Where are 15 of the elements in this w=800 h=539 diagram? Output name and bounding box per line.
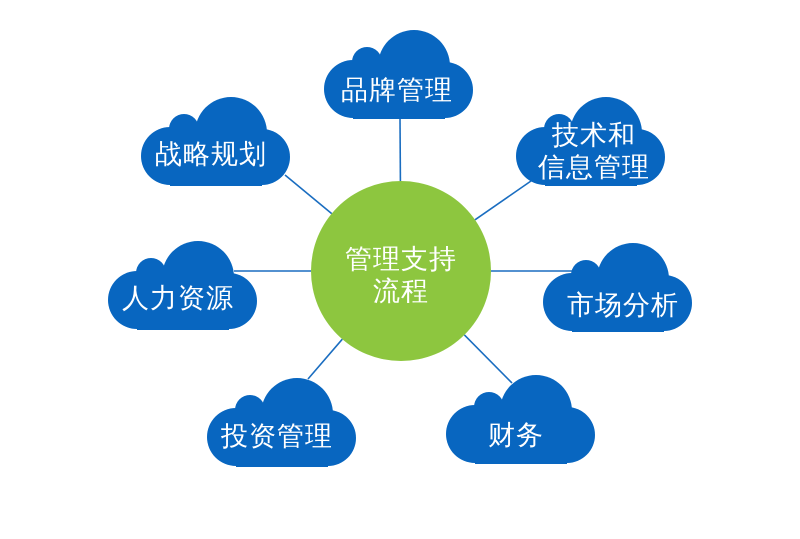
cloud-node: 投资管理 (206, 378, 356, 467)
connector-line (474, 180, 532, 220)
connector-line (284, 174, 332, 214)
cloud-node: 技术和信息管理 (515, 97, 665, 186)
cloud-node: 人力资源 (107, 241, 257, 330)
connector-line (234, 270, 311, 272)
connector-line (464, 334, 513, 384)
hub-circle: 管理支持流程 (311, 181, 491, 361)
cloud-node: 市场分析 (542, 243, 692, 332)
cloud-node: 战略规划 (140, 97, 290, 186)
connector-line (399, 118, 402, 181)
cloud-node: 财务 (445, 375, 595, 464)
connector-line (491, 270, 572, 272)
connector-line (307, 338, 343, 380)
cloud-node: 品牌管理 (323, 30, 473, 119)
